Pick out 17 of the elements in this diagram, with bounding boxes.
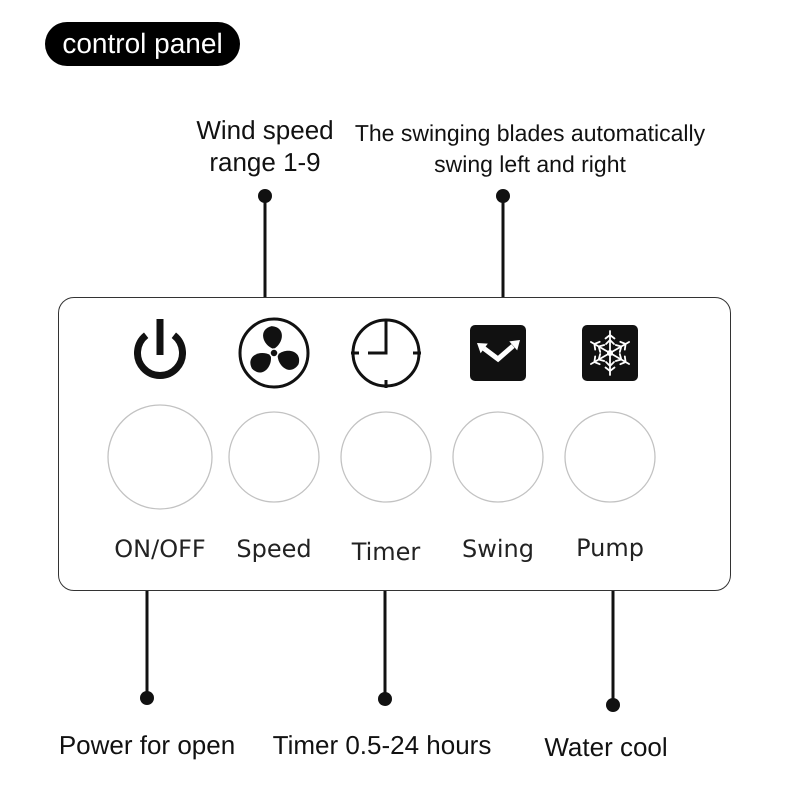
title-banner: control panel xyxy=(45,22,240,66)
function-label: Timer xyxy=(352,537,420,567)
function-label: Speed xyxy=(236,534,312,564)
callout-text: Water cool xyxy=(543,732,669,762)
function-label: ON/OFF xyxy=(114,534,206,564)
callout-text: Timer 0.5-24 hours xyxy=(272,730,492,760)
leader-line xyxy=(140,591,154,705)
leader-line xyxy=(606,591,620,712)
control-panel xyxy=(58,297,731,591)
leader-line xyxy=(496,189,510,297)
callout-text: Power for open xyxy=(58,730,236,760)
leader-line xyxy=(378,591,392,706)
function-label: Pump xyxy=(576,533,644,563)
callout-text: Wind speed range 1-9 xyxy=(195,114,335,178)
callout-text: The swinging blades automatically swing left and right xyxy=(354,119,706,179)
function-label: Swing xyxy=(462,534,534,564)
leader-line xyxy=(258,189,272,297)
